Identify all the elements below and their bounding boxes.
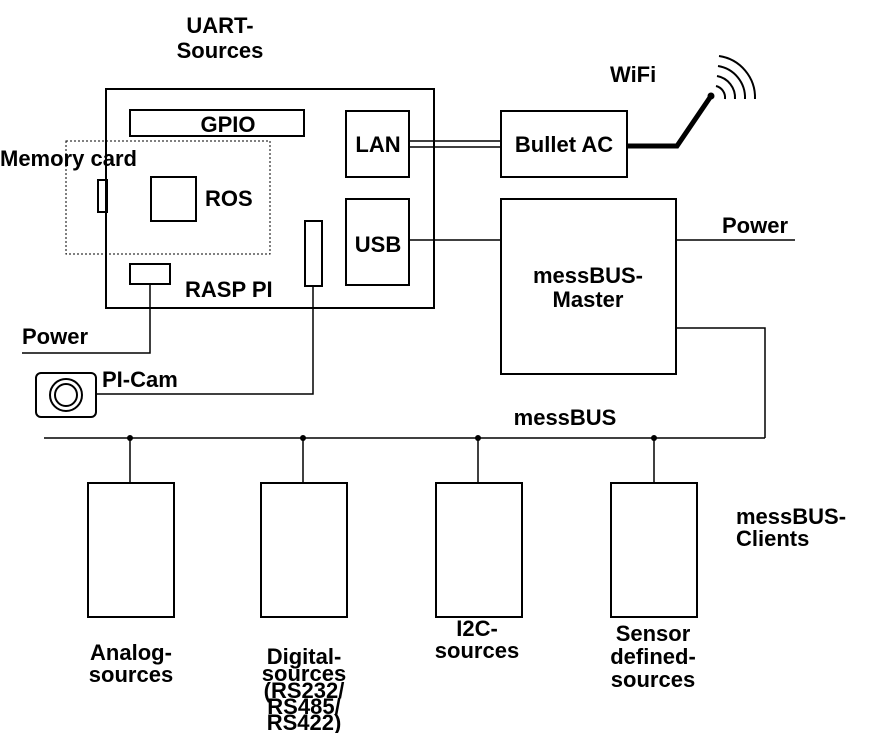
camera-cable bbox=[96, 286, 314, 395]
messbus-label: messBUS bbox=[514, 405, 617, 430]
client-label-sensor: Sensor defined- sources bbox=[610, 621, 696, 692]
master-label-line2: Master bbox=[553, 287, 624, 312]
pi-power-line bbox=[22, 284, 151, 354]
clients-label-line1: messBUS- bbox=[736, 504, 846, 529]
master-label-line1: messBUS- bbox=[533, 263, 643, 288]
master-bus-line bbox=[676, 327, 766, 438]
svg-text:sources: sources bbox=[611, 667, 695, 692]
gpio-label: GPIO bbox=[200, 112, 255, 137]
pi-power-connector bbox=[129, 263, 171, 285]
clients-label-line2: Clients bbox=[736, 526, 809, 551]
uart-label-line1: UART- bbox=[186, 13, 253, 38]
antenna-line bbox=[627, 94, 714, 149]
svg-text:(RS232/: (RS232/ bbox=[264, 678, 345, 703]
usb-port bbox=[345, 198, 410, 286]
svg-text:sources: sources bbox=[89, 662, 173, 687]
bus-junctions bbox=[127, 435, 657, 441]
wifi-waves-icon bbox=[715, 55, 757, 100]
memory-card-label: Memory card bbox=[0, 146, 137, 171]
svg-text:Sensor: Sensor bbox=[616, 621, 691, 646]
svg-text:Analog-: Analog- bbox=[90, 640, 172, 665]
svg-text:Digital-: Digital- bbox=[267, 644, 342, 669]
pi-power-label: Power bbox=[22, 324, 88, 349]
lan-port bbox=[345, 110, 410, 178]
ros-chip bbox=[150, 176, 197, 222]
memory-card-region bbox=[65, 140, 271, 255]
camera-icon bbox=[35, 372, 97, 418]
sd-card-slot bbox=[97, 179, 108, 213]
client-label-digital: Digital- sources (RS232/ RS485/ RS422) bbox=[262, 644, 346, 733]
gpio-header bbox=[129, 109, 305, 137]
ros-label: ROS bbox=[205, 186, 253, 211]
camera-connector bbox=[304, 220, 323, 287]
antenna-tip bbox=[707, 92, 715, 100]
client-box-i2c bbox=[435, 482, 523, 618]
client-label-i2c: I2C- sources bbox=[435, 616, 519, 663]
svg-text:defined-: defined- bbox=[610, 644, 696, 669]
svg-text:RS422): RS422) bbox=[267, 710, 342, 733]
svg-text:sources: sources bbox=[435, 638, 519, 663]
svg-text:I2C-: I2C- bbox=[456, 616, 498, 641]
client-drops bbox=[129, 438, 655, 483]
uart-label-line2: Sources bbox=[177, 38, 264, 63]
client-box-analog bbox=[87, 482, 175, 618]
usb-label: USB bbox=[355, 232, 401, 257]
svg-text:RS485/: RS485/ bbox=[267, 694, 340, 719]
rasp-pi-label: RASP PI bbox=[185, 277, 273, 302]
client-label-analog: Analog- sources bbox=[89, 640, 173, 687]
master-power-label: Power bbox=[722, 213, 788, 238]
messbus-master-box bbox=[500, 198, 677, 375]
client-box-sensor bbox=[610, 482, 698, 618]
svg-text:sources: sources bbox=[262, 661, 346, 686]
bullet-ac-label: Bullet AC bbox=[515, 132, 613, 157]
client-box-digital bbox=[260, 482, 348, 618]
pi-cam-label: PI-Cam bbox=[102, 367, 178, 392]
wifi-label: WiFi bbox=[610, 62, 656, 87]
lan-label: LAN bbox=[355, 132, 400, 157]
